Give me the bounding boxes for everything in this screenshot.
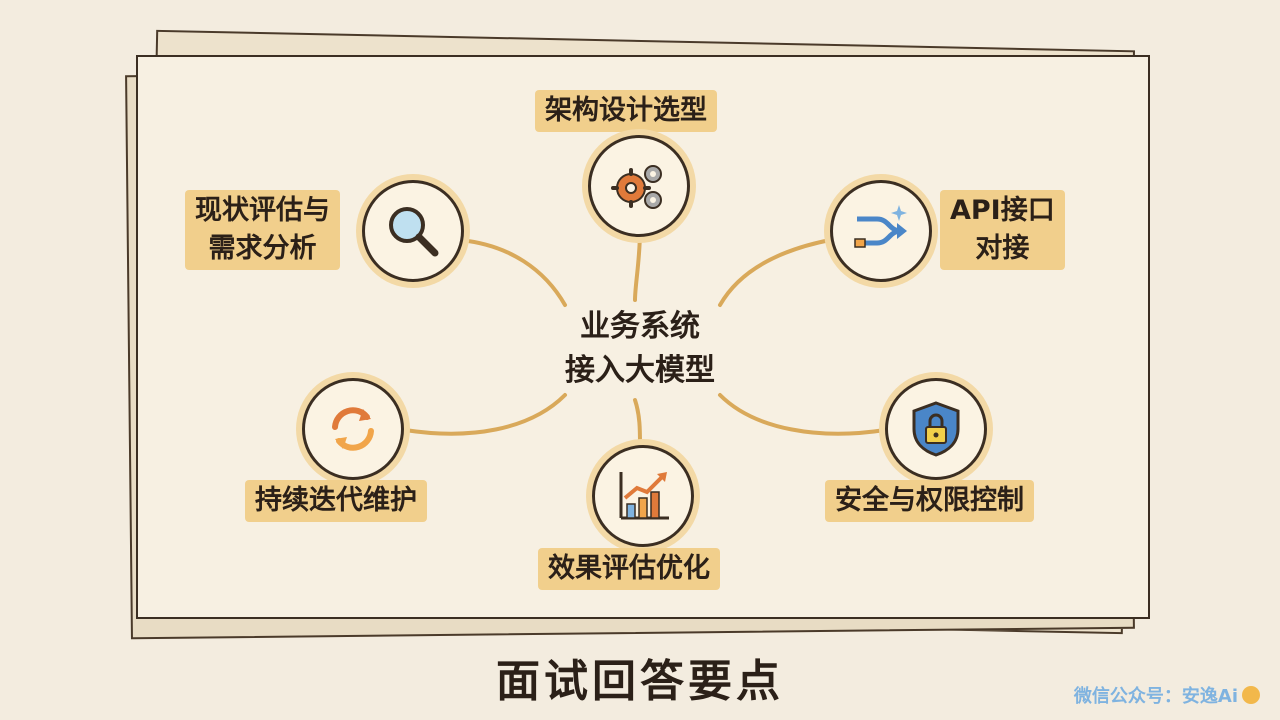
label-assessment-line2: 需求分析 — [208, 233, 317, 264]
node-evaluation — [592, 445, 694, 547]
node-assessment — [362, 180, 464, 282]
node-security — [885, 378, 987, 480]
connector-maintenance — [403, 393, 567, 436]
magnifier-icon — [389, 207, 439, 257]
connector-api — [718, 238, 832, 307]
api-flow-icon — [854, 205, 907, 248]
moon-icon — [1242, 686, 1260, 704]
node-architecture — [588, 135, 690, 237]
label-assessment-line1: 现状评估与 — [195, 195, 330, 226]
center-line2: 接入大模型 — [565, 353, 715, 388]
label-evaluation: 效果评估优化 — [538, 548, 720, 590]
chart-up-icon — [619, 472, 669, 520]
center-topic: 业务系统 接入大模型 — [545, 305, 735, 393]
watermark: 微信公众号：安逸Ai — [1074, 682, 1260, 708]
footer-title: 面试回答要点 — [496, 656, 784, 707]
label-architecture: 架构设计选型 — [535, 90, 717, 132]
node-maintenance — [302, 378, 404, 480]
gears-icon — [611, 165, 662, 209]
label-api-line2: 对接 — [975, 233, 1030, 264]
refresh-icon — [332, 407, 374, 451]
node-api — [830, 180, 932, 282]
watermark-text: 微信公众号：安逸Ai — [1073, 686, 1238, 707]
shield-lock-icon — [912, 401, 960, 457]
center-line1: 业务系统 — [580, 309, 700, 344]
label-api-line1: API接口 — [950, 195, 1055, 226]
connector-assessment — [458, 238, 567, 307]
label-assessment: 现状评估与 需求分析 — [185, 190, 340, 270]
connector-security — [718, 393, 887, 436]
label-api: API接口 对接 — [940, 190, 1065, 270]
label-maintenance: 持续迭代维护 — [245, 480, 427, 522]
label-security: 安全与权限控制 — [825, 480, 1034, 522]
connector-evaluation — [633, 398, 642, 447]
connector-architecture — [633, 228, 642, 302]
